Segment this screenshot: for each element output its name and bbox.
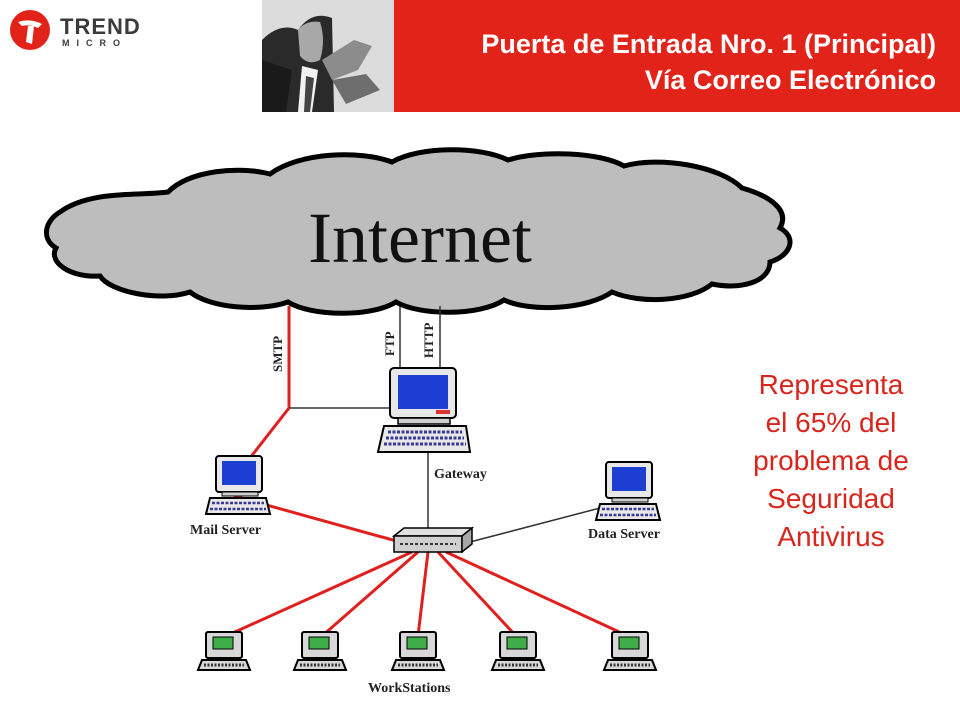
hub-to-workstation-3	[416, 551, 430, 637]
page-title: Puerta de Entrada Nro. 1 (Principal) Vía…	[481, 26, 936, 98]
businessman-photo	[262, 0, 394, 112]
logo-subword: MICRO	[62, 38, 127, 48]
title-band	[318, 0, 960, 112]
title-line-1: Puerta de Entrada Nro. 1 (Principal)	[481, 29, 936, 59]
workstation-1-icon	[196, 631, 252, 671]
data-server-computer-icon	[594, 461, 662, 521]
note-line-4: Seguridad	[767, 483, 895, 514]
data-to-hub-link	[469, 507, 601, 543]
smtp-label: SMTP	[270, 336, 285, 372]
note-line-2: el 65% del	[765, 407, 897, 438]
smtp-to-mail-link	[248, 407, 291, 459]
workstations-label: WorkStations	[368, 681, 451, 696]
trend-micro-logo: TREND MICRO	[8, 8, 141, 54]
ftp-label: FTP	[382, 331, 397, 356]
data-server-label: Data Server	[588, 527, 660, 542]
workstation-4-icon	[490, 631, 546, 671]
workstation-2-icon	[292, 631, 348, 671]
note-line-1: Representa	[758, 369, 904, 400]
hub-to-workstation-4	[436, 550, 518, 638]
hub-to-workstation-5	[445, 550, 629, 638]
mail-server-label: Mail Server	[190, 523, 261, 538]
gateway-label: Gateway	[434, 467, 487, 482]
internet-label: Internet	[308, 198, 532, 278]
internet-cloud	[44, 147, 793, 316]
hub-to-workstation-1	[225, 550, 413, 638]
workstation-5-icon	[602, 631, 658, 671]
trend-micro-ball-icon	[10, 10, 50, 50]
logo-word: TREND	[60, 14, 141, 39]
note-line-5: Antivirus	[777, 521, 885, 552]
gateway-computer-icon	[376, 367, 472, 453]
note-line-3: problema de	[753, 445, 909, 476]
workstation-3-icon	[390, 631, 446, 671]
statistic-note: Representa el 65% del problema de Seguri…	[728, 366, 934, 556]
http-label: HTTP	[421, 323, 436, 358]
network-diagram: Internet SMTP FTP HTTP Gateway Mail Serv…	[44, 147, 793, 696]
title-line-2: Vía Correo Electrónico	[644, 65, 936, 95]
hub-to-workstation-2	[321, 550, 419, 638]
mail-server-computer-icon	[204, 455, 272, 515]
network-hub-icon	[391, 526, 475, 554]
